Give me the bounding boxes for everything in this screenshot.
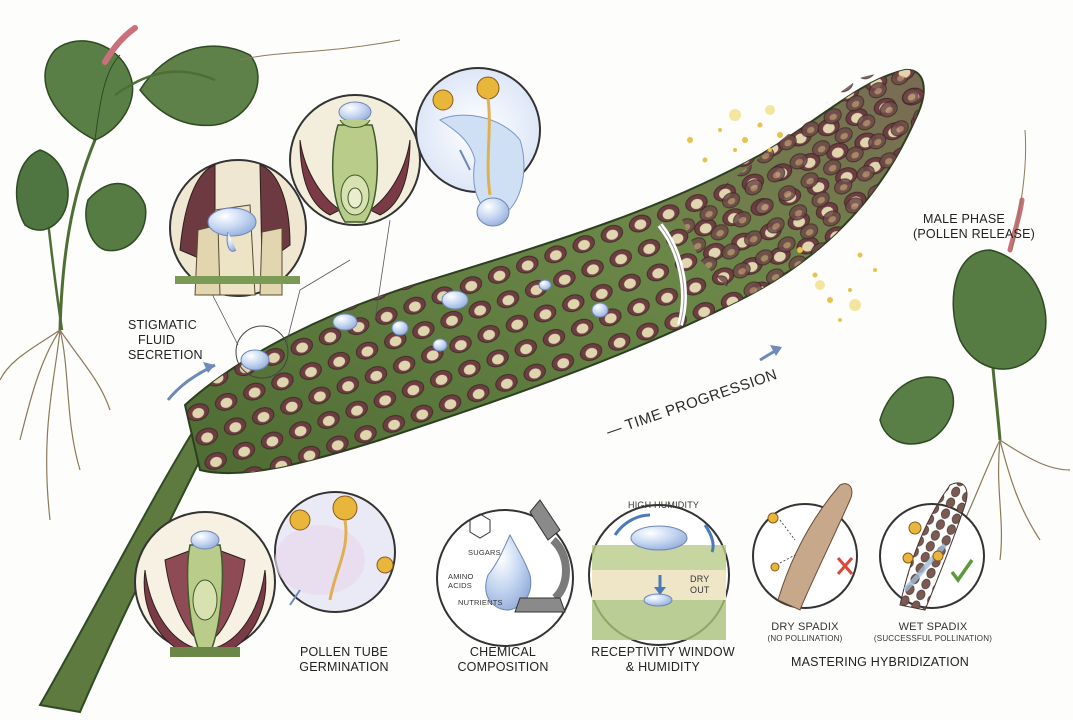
right-plant <box>879 129 1071 561</box>
label-chemical: CHEMICAL COMPOSITION <box>448 645 558 675</box>
label-line: MALE PHASE <box>923 212 1005 226</box>
detail-circle-pollen-drop <box>415 67 541 227</box>
bottom-circle-flower <box>134 511 276 657</box>
label-dry-out: DRY OUT <box>690 574 710 596</box>
label-line: POLLEN TUBE <box>299 645 389 659</box>
left-plant <box>0 25 401 521</box>
detail-circle-pistil <box>289 94 421 226</box>
label-line: RECEPTIVITY WINDOW <box>591 645 735 659</box>
label-dry-spadix: DRY SPADIX (NO POLLINATION) <box>755 622 855 644</box>
label-line: WET SPADIX <box>898 621 968 633</box>
bottom-circle-chemistry <box>436 499 574 647</box>
label-line: (SUCCESSFUL POLLINATION) <box>873 634 993 643</box>
label-nutrients: NUTRIENTS <box>458 598 503 607</box>
label-line: AMINO <box>448 572 474 581</box>
bottom-circle-dry <box>752 483 858 611</box>
label-line: (NO POLLINATION) <box>767 634 843 643</box>
label-line: GERMINATION <box>299 660 389 674</box>
label-high-humidity: HIGH HUMIDITY <box>628 500 700 510</box>
label-line: (POLLEN RELEASE) <box>913 227 1035 241</box>
label-line: COMPOSITION <box>457 660 549 674</box>
label-line: ACIDS <box>448 581 472 590</box>
label-line: OUT <box>690 585 710 595</box>
label-line: DRY SPADIX <box>771 621 839 633</box>
bottom-circle-receptivity <box>588 504 730 646</box>
spadix <box>38 68 925 714</box>
label-amino-acids: AMINO ACIDS <box>448 572 474 590</box>
label-pollen-tube: POLLEN TUBE GERMINATION <box>289 645 399 675</box>
label-line: STIGMATIC <box>128 318 197 332</box>
label-wet-spadix: WET SPADIX (SUCCESSFUL POLLINATION) <box>868 622 998 644</box>
bottom-circle-wet <box>879 482 985 611</box>
label-mastering: MASTERING HYBRIDIZATION <box>791 655 969 669</box>
detail-circle-florets <box>169 159 307 297</box>
label-line: CHEMICAL <box>469 645 537 659</box>
bottom-circle-pollen-tube <box>274 491 396 613</box>
label-sugars: SUGARS <box>468 548 501 557</box>
label-male-phase: MALE PHASE (POLLEN RELEASE) <box>913 212 1035 242</box>
label-receptivity: RECEPTIVITY WINDOW & HUMIDITY <box>588 645 738 675</box>
label-line: SECRETION <box>128 348 203 362</box>
label-line: DRY <box>690 574 710 584</box>
label-stigmatic-fluid: STIGMATIC FLUID SECRETION <box>128 318 203 363</box>
label-line: & HUMIDITY <box>625 660 701 674</box>
label-line: FLUID <box>138 333 176 347</box>
